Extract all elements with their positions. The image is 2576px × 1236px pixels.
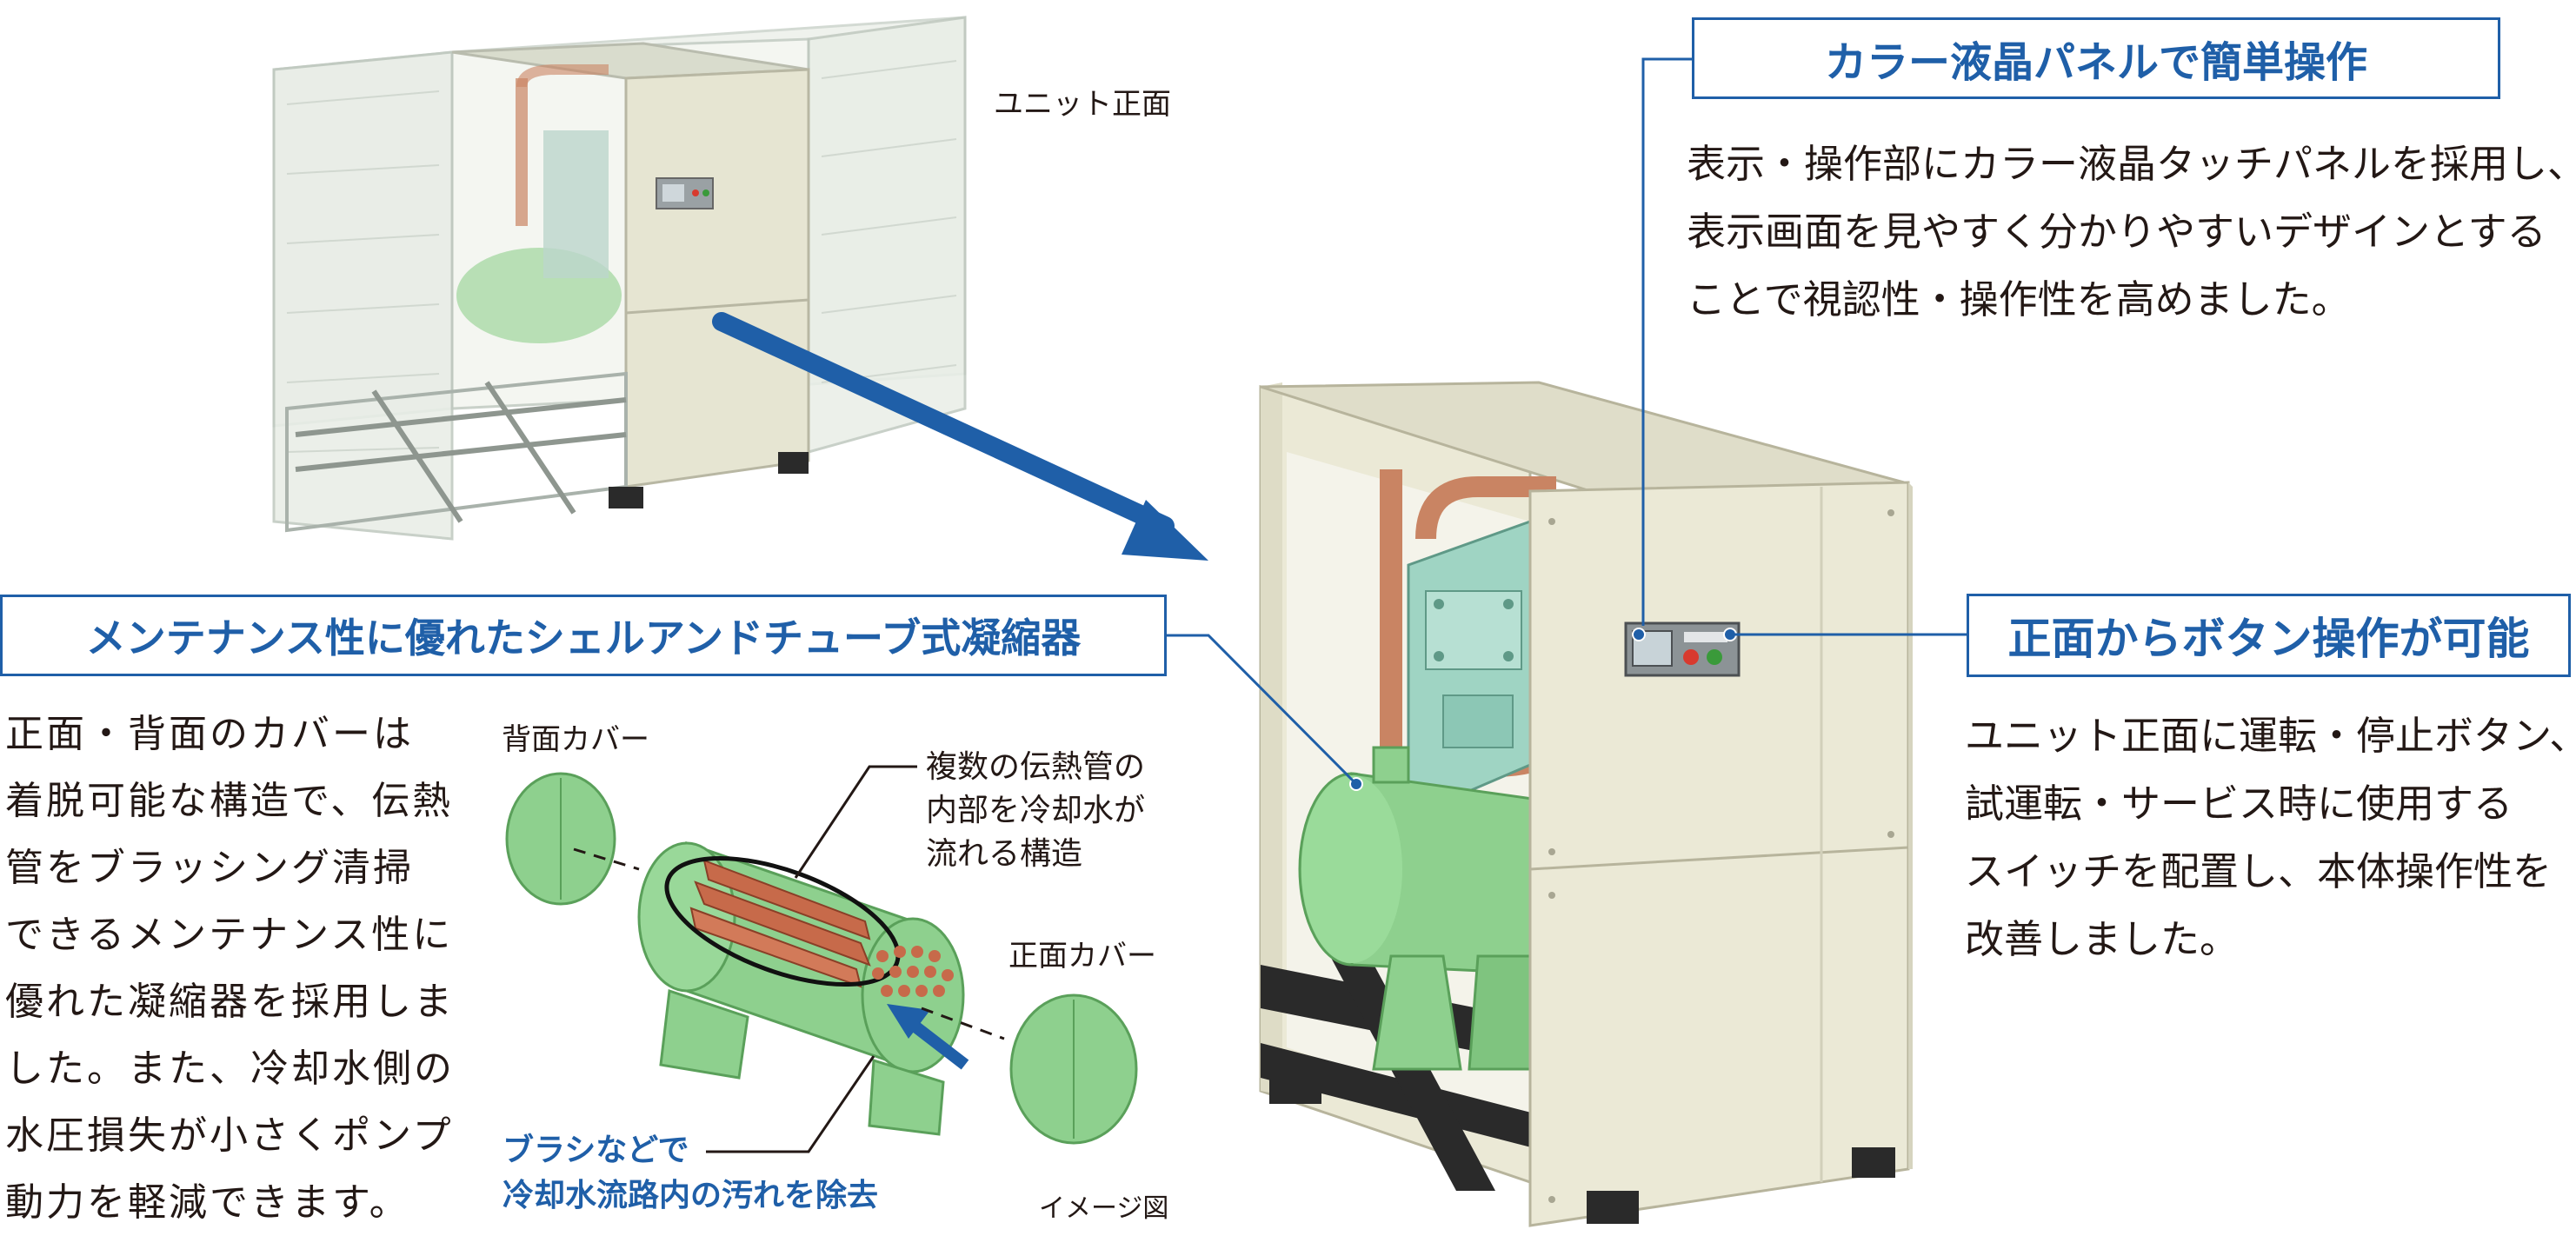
condenser-line: 正面・背面のカバーは bbox=[5, 712, 414, 756]
lcd-panel-description: 表示・操作部にカラー液晶タッチパネルを採用し、 表示画面を見やすく分かりやすいデ… bbox=[1687, 130, 2576, 334]
front-cover-label: 正面カバー bbox=[1008, 939, 1156, 974]
front-buttons-line: 試運転・サービス時に使用する bbox=[1965, 781, 2513, 827]
condenser-line: した。また、冷却水側の bbox=[5, 1047, 455, 1091]
unit-front-label: ユニット正面 bbox=[994, 87, 1171, 122]
run-button-icon bbox=[1707, 649, 1722, 665]
leader-lines bbox=[1167, 57, 1967, 786]
lcd-panel-title: カラー液晶パネルで簡単操作 bbox=[1692, 17, 2500, 99]
tubes-note: 複数の伝熱管の 内部を冷却水が 流れる構造 bbox=[926, 746, 1145, 876]
chiller-unit-illustration bbox=[1259, 381, 1913, 1227]
brush-note-line: ブラシなどで bbox=[503, 1133, 689, 1168]
front-buttons-line: 改善しました。 bbox=[1965, 916, 2240, 962]
brush-note-line: 冷却水流路内の汚れを除去 bbox=[503, 1178, 879, 1213]
lcd-panel-line: 表示画面を見やすく分かりやすいデザインとする bbox=[1687, 209, 2546, 255]
transition-arrow bbox=[712, 312, 1208, 561]
condenser-description: 正面・背面のカバーは 着脱可能な構造で、伝熱 管をブラッシング清掃 できるメンテ… bbox=[5, 701, 455, 1236]
condenser-line: できるメンテナンス性に bbox=[5, 913, 454, 957]
stop-button-icon bbox=[1683, 649, 1699, 665]
brush-note: ブラシなどで 冷却水流路内の汚れを除去 bbox=[503, 1128, 878, 1219]
front-buttons-line: ユニット正面に運転・停止ボタン、 bbox=[1965, 713, 2576, 759]
tubes-note-line: 内部を冷却水が bbox=[926, 793, 1146, 828]
lcd-panel-line: 表示・操作部にカラー液晶タッチパネルを採用し、 bbox=[1687, 141, 2576, 187]
condenser-title: メンテナンス性に優れたシェルアンドチューブ式凝縮器 bbox=[0, 595, 1167, 676]
tubes-note-line: 複数の伝熱管の bbox=[926, 749, 1146, 785]
tubes-note-line: 流れる構造 bbox=[926, 836, 1083, 872]
image-note-label: イメージ図 bbox=[1039, 1193, 1169, 1224]
front-buttons-title: 正面からボタン操作が可能 bbox=[1967, 594, 2571, 677]
ghost-unit-illustration bbox=[272, 16, 967, 541]
condenser-exploded-illustration bbox=[505, 765, 1138, 1153]
condenser-line: 動力を軽減できます。 bbox=[5, 1180, 410, 1225]
condenser-line: 着脱可能な構造で、伝熱 bbox=[5, 779, 454, 823]
condenser-line: 優れた凝縮器を採用しま bbox=[5, 980, 455, 1024]
front-buttons-line: スイッチを配置し、本体操作性を bbox=[1965, 848, 2553, 894]
front-buttons-description: ユニット正面に運転・停止ボタン、 試運転・サービス時に使用する スイッチを配置し… bbox=[1965, 702, 2576, 974]
condenser-line: 管をブラッシング清掃 bbox=[5, 846, 414, 890]
lcd-panel-line: ことで視認性・操作性を高めました。 bbox=[1687, 276, 2351, 322]
back-cover-label: 背面カバー bbox=[502, 722, 649, 757]
condenser-line: 水圧損失が小さくポンプ bbox=[5, 1113, 454, 1158]
